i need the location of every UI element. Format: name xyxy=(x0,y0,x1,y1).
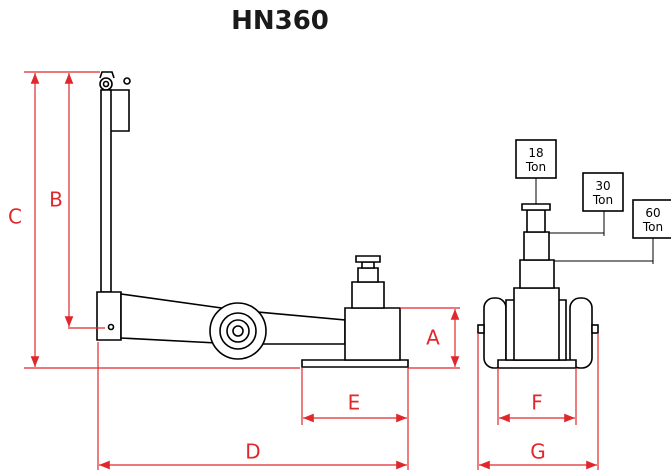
cylinder-stage-2 xyxy=(351,281,385,309)
cylinder-stage-1 xyxy=(357,267,379,283)
dimension-g-label: G xyxy=(530,440,546,464)
front-wheel-left xyxy=(483,297,507,369)
dimension-lines: C B A E D F G xyxy=(8,71,599,470)
front-stage-60 xyxy=(519,259,555,289)
dimension-e-label: E xyxy=(348,391,361,415)
handle-shaft xyxy=(100,89,112,293)
stage-60-value: 60 xyxy=(645,206,660,220)
handle-valve xyxy=(108,89,130,132)
dimension-a-label: A xyxy=(426,326,440,350)
cylinder-body xyxy=(344,307,401,361)
diagram-title: HN360 xyxy=(231,6,329,36)
ton-labels: 18 Ton 30 Ton 60 Ton xyxy=(515,139,671,264)
stage-label-60 xyxy=(632,199,671,239)
stage-30-value: 30 xyxy=(595,179,610,193)
jack-base xyxy=(301,359,409,368)
front-wheel-right xyxy=(569,297,593,369)
jack-wheel xyxy=(209,302,267,360)
front-view xyxy=(477,203,599,369)
dimension-b-label: B xyxy=(49,188,63,212)
front-stage-30 xyxy=(523,231,550,261)
stage-label-18 xyxy=(515,139,557,179)
stage-18-unit: Ton xyxy=(525,160,546,174)
dimension-f-label: F xyxy=(531,391,543,415)
stage-60-unit: Ton xyxy=(642,220,663,234)
handle-socket xyxy=(96,291,122,341)
side-view xyxy=(96,71,409,368)
stage-label-30 xyxy=(582,172,624,212)
handle-pin xyxy=(123,77,131,85)
dimension-d-label: D xyxy=(245,440,260,464)
handle-knob xyxy=(99,77,113,91)
dimension-c-label: C xyxy=(8,205,22,229)
front-stage-18 xyxy=(526,209,546,233)
stage-18-value: 18 xyxy=(528,146,543,160)
saddle xyxy=(355,255,381,263)
front-body xyxy=(513,287,560,361)
front-base xyxy=(497,359,577,369)
stage-30-unit: Ton xyxy=(592,193,613,207)
